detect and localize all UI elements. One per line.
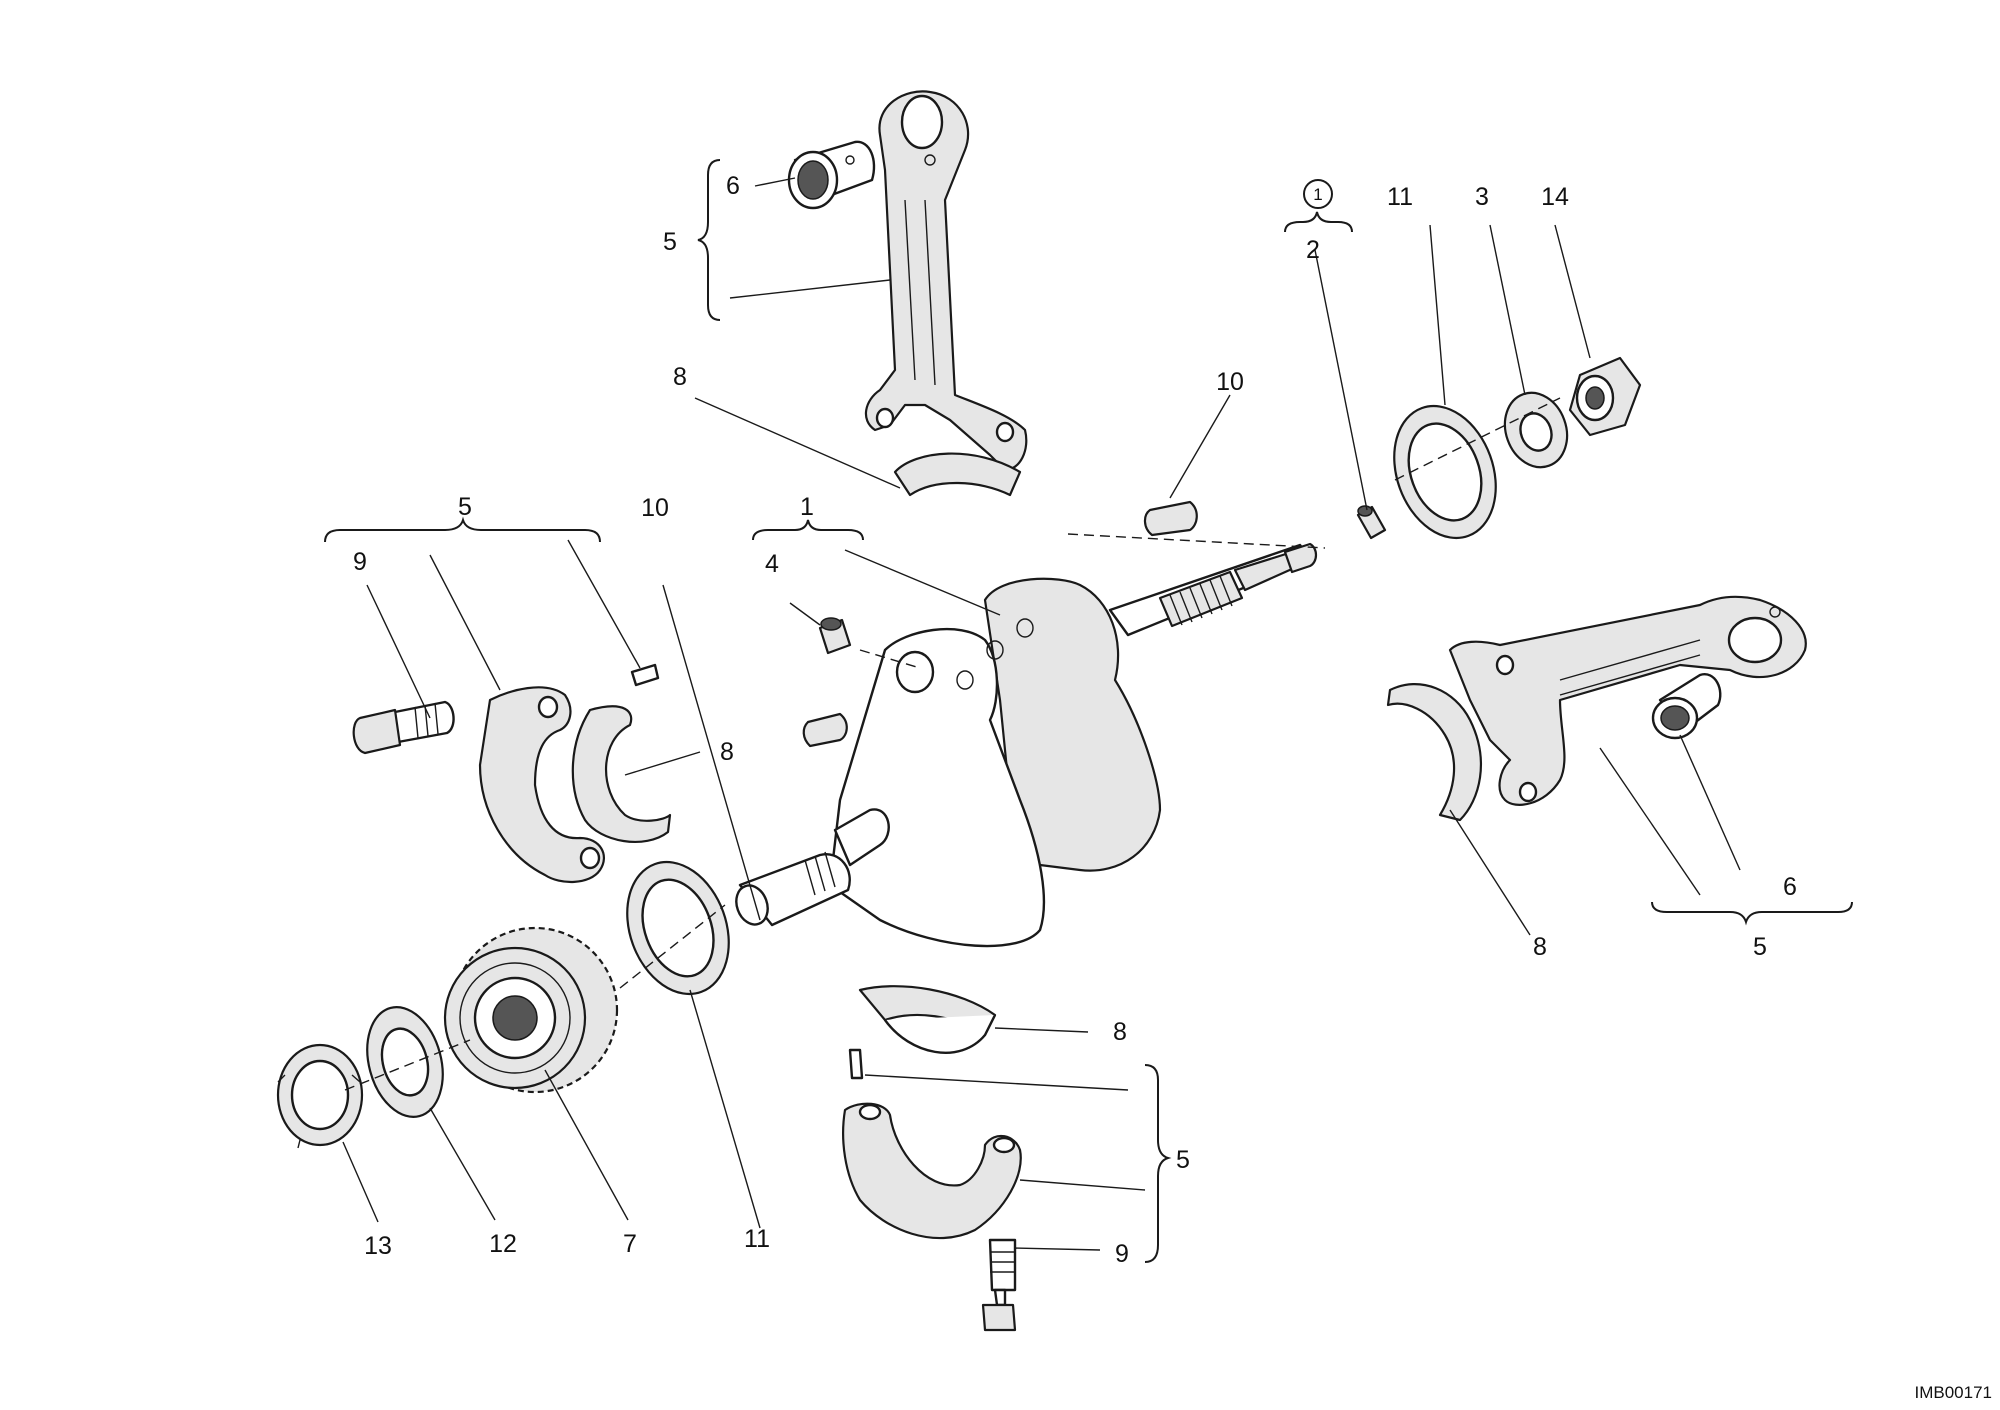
washer-small-right <box>1503 391 1569 469</box>
threaded-plug-crank <box>818 617 852 655</box>
callout-cap-left-shell: 8 <box>720 738 734 766</box>
woodruff-key-lower <box>802 712 848 748</box>
woodruff-key-upper <box>1143 500 1198 537</box>
cap-screw-bottom <box>981 1238 1017 1332</box>
callout-rod-top-group: 5 <box>663 228 677 256</box>
callout-key-upper: 10 <box>1216 368 1244 396</box>
axis-lines <box>344 397 1561 1091</box>
thrust-washer-right <box>1393 404 1497 540</box>
connecting-rod-cap-left <box>478 686 606 884</box>
thrust-washer-left <box>626 860 730 996</box>
connecting-rod-top <box>864 90 1028 472</box>
group-marker-number: 1 <box>1313 185 1322 204</box>
bearing-shell-bottom <box>858 985 997 1054</box>
brackets <box>324 159 1853 1263</box>
callout-washer-small-right: 3 <box>1475 183 1489 211</box>
callout-rod-right-group: 5 <box>1753 933 1767 961</box>
callout-washer-left: 11 <box>744 1225 770 1253</box>
callout-spring-washer: 12 <box>489 1230 517 1258</box>
callout-nut-right: 14 <box>1541 183 1569 211</box>
callout-plug-top: 2 <box>1306 236 1320 264</box>
callout-crank-plug: 4 <box>765 550 779 578</box>
rod-bushing-right <box>1651 673 1722 740</box>
callout-rod-right-shell: 8 <box>1533 933 1547 961</box>
callout-cap-bottom-shell: 8 <box>1113 1018 1127 1046</box>
ring-nut <box>276 1043 364 1149</box>
bearing-shell-right-rod <box>1386 683 1482 822</box>
callout-washer-right: 11 <box>1387 183 1413 211</box>
callout-ring-nut: 13 <box>364 1232 392 1260</box>
callout-key-lower: 10 <box>641 494 669 522</box>
spring-washer <box>366 1006 444 1118</box>
connecting-rod-cap-bottom <box>842 1102 1022 1240</box>
group-marker-circle <box>1303 179 1333 209</box>
callout-crank-group: 1 <box>800 493 814 521</box>
rod-bushing-top <box>787 140 876 210</box>
callout-rod-right-bushing: 6 <box>1783 873 1797 901</box>
nut-right <box>1568 356 1642 437</box>
callout-cap-bottom-group: 5 <box>1176 1146 1190 1174</box>
primary-drive-gear <box>443 926 619 1094</box>
bearing-shell-top-rod <box>893 452 1022 497</box>
bearing-shell-left-cap <box>571 705 672 843</box>
callout-cap-bottom-screw: 9 <box>1115 1240 1129 1268</box>
callout-gear: 7 <box>623 1230 637 1258</box>
callout-rod-top-bushing: 6 <box>726 172 740 200</box>
callout-cap-left-group: 5 <box>458 493 472 521</box>
callout-cap-left-screw: 9 <box>353 548 367 576</box>
cap-screw-left <box>352 700 455 755</box>
pin-left-cap <box>630 663 660 687</box>
callout-labels: 5 6 8 10 10 1 4 1 2 11 3 14 5 9 8 6 5 8 … <box>353 172 1797 1268</box>
threaded-plug-right <box>1356 505 1387 540</box>
connecting-rod-right <box>1448 595 1807 806</box>
crankshaft <box>735 542 1318 948</box>
leader-lines <box>342 177 1741 1251</box>
pin-bottom-cap <box>848 1048 864 1080</box>
drawing-reference-code: IMB00171 <box>1915 1383 1993 1402</box>
callout-rod-top-shell: 8 <box>673 363 687 391</box>
